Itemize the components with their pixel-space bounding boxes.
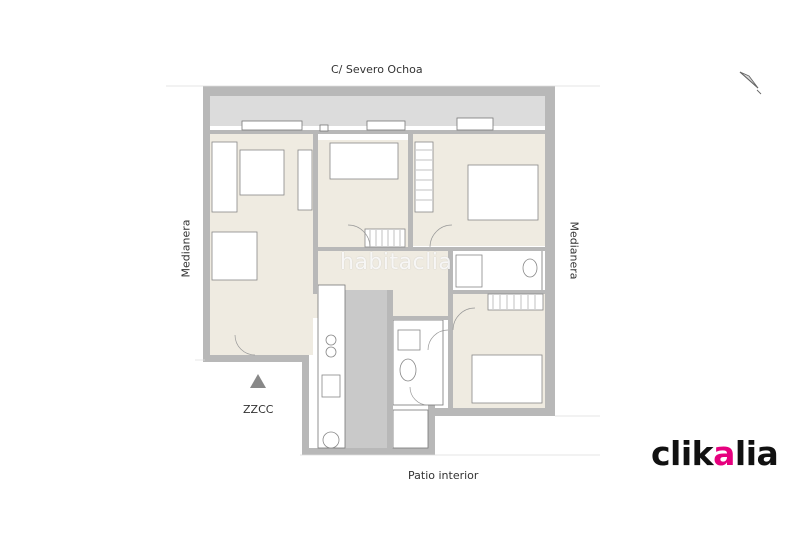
dining-table (211, 231, 258, 281)
laundry (392, 409, 429, 449)
courtyard-label: Patio interior (408, 469, 479, 482)
bed-1 (329, 142, 399, 180)
interior-walls (210, 130, 545, 448)
wardrobe-2 (414, 141, 434, 213)
entrance-triangle-icon (250, 374, 266, 388)
windows (241, 117, 494, 132)
wardrobe-hatching (369, 149, 536, 309)
watermark: habitaclia (340, 250, 453, 275)
kitchen-sink (321, 374, 341, 398)
washing-machine (322, 431, 340, 449)
hob-2 (325, 346, 337, 358)
shower-tray (455, 254, 483, 288)
bed-2 (467, 164, 539, 221)
furniture (211, 141, 544, 449)
north-arrow-icon (739, 71, 762, 95)
hob-1 (325, 334, 337, 346)
sofa (211, 141, 238, 213)
logo-text-accent: a (713, 434, 735, 473)
right-side-label: Medianera (567, 221, 581, 280)
tv-unit (297, 149, 313, 211)
toilet-2 (522, 258, 538, 278)
street-label: C/ Severo Ochoa (331, 63, 423, 76)
kitchen-counter (317, 284, 346, 449)
logo-text-start: clik (651, 434, 714, 473)
bed-3 (471, 354, 543, 404)
brand-logo: clikalia (651, 434, 779, 473)
entrance-label: ZZCC (243, 403, 274, 416)
hall-floor (236, 290, 306, 355)
toilet-1 (399, 358, 417, 382)
logo-text-end: lia (734, 434, 779, 473)
wardrobe-1 (364, 228, 406, 248)
rug (239, 149, 285, 196)
wardrobe-3 (487, 293, 544, 311)
left-side-label: Medianera (179, 219, 193, 278)
kitchen-strip (345, 290, 387, 448)
site-lines (166, 85, 600, 456)
sink-1 (397, 329, 421, 351)
